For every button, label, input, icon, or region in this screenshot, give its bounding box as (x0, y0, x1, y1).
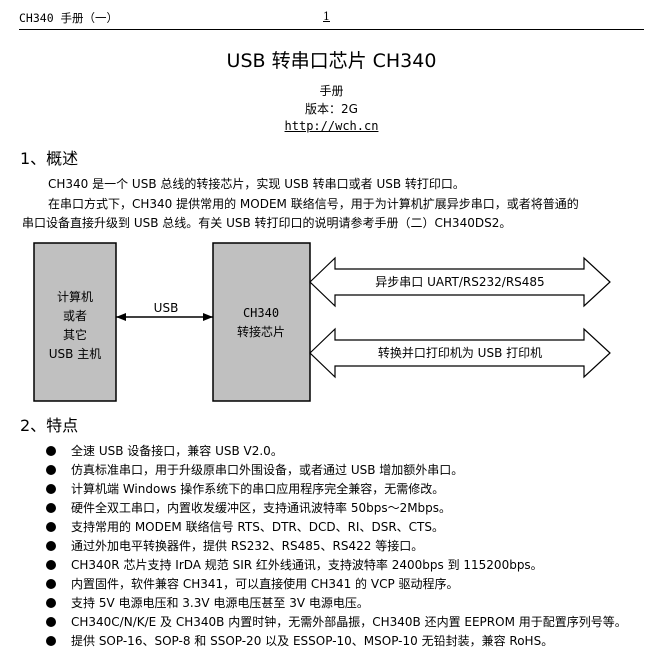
section-heading-features: 2、特点 (20, 416, 79, 435)
document-title: USB 转串口芯片 CH340 (226, 50, 437, 72)
feature-item: 计算机端 Windows 操作系统下的串口应用程序完全兼容，无需修改。 (44, 481, 627, 500)
overview-paragraph-3: 串口设备直接升级到 USB 总线。有关 USB 转打印口的说明请参考手册（二）C… (22, 216, 512, 230)
host-label-line-2: 或者 (63, 309, 87, 323)
overview-paragraph-2: 在串口方式下，CH340 提供常用的 MODEM 联络信号，用于为计算机扩展异步… (48, 197, 579, 211)
feature-item: 支持常用的 MODEM 联络信号 RTS、DTR、DCD、RI、DSR、CTS。 (44, 519, 627, 538)
chip-label-line-1: CH340 (243, 306, 279, 320)
host-label-line-3: 其它 (63, 327, 87, 342)
bullet-icon (46, 484, 56, 494)
usb-link-label: USB (154, 301, 179, 315)
usb-link-arrow-left (116, 313, 126, 321)
section-heading-overview: 1、概述 (20, 149, 79, 168)
feature-item: CH340C/N/K/E 及 CH340B 内置时钟，无需外部晶振，CH340B… (44, 614, 627, 633)
feature-text: CH340R 芯片支持 IrDA 规范 SIR 红外线通讯，支持波特率 2400… (71, 558, 543, 572)
features-list: 全速 USB 设备接口，兼容 USB V2.0。 仿真标准串口，用于升级原串口外… (44, 443, 627, 652)
bullet-icon (46, 465, 56, 475)
chip-label-line-2: 转接芯片 (237, 324, 285, 339)
feature-text: 提供 SOP-16、SOP-8 和 SSOP-20 以及 ESSOP-10、MS… (71, 634, 554, 648)
uart-double-arrow (309, 256, 611, 308)
feature-text: 计算机端 Windows 操作系统下的串口应用程序完全兼容，无需修改。 (71, 482, 445, 496)
printer-arrow-label: 转换并口打印机为 USB 打印机 (378, 345, 542, 360)
uart-arrow-label: 异步串口 UART/RS232/RS485 (375, 275, 544, 289)
overview-paragraph-1: CH340 是一个 USB 总线的转接芯片，实现 USB 转串口或者 USB 转… (48, 177, 465, 191)
bullet-icon (46, 503, 56, 513)
feature-item: 提供 SOP-16、SOP-8 和 SSOP-20 以及 ESSOP-10、MS… (44, 633, 627, 652)
bullet-icon (46, 636, 56, 646)
feature-text: 仿真标准串口，用于升级原串口外围设备，或者通过 USB 增加额外串口。 (71, 463, 464, 477)
usb-link-arrow-right (203, 313, 213, 321)
feature-item: 通过外加电平转换器件，提供 RS232、RS485、RS422 等接口。 (44, 538, 627, 557)
bullet-icon (46, 579, 56, 589)
feature-text: CH340C/N/K/E 及 CH340B 内置时钟，无需外部晶振，CH340B… (71, 615, 627, 629)
block-diagram: 计算机 或者 其它 USB 主机 USB CH340 转接芯片 异步串口 UAR… (33, 242, 611, 402)
subtitle-version: 版本：2G (305, 102, 358, 116)
feature-text: 支持 5V 电源电压和 3.3V 电源电压甚至 3V 电源电压。 (71, 596, 369, 610)
feature-text: 全速 USB 设备接口，兼容 USB V2.0。 (71, 444, 283, 458)
bullet-icon (46, 541, 56, 551)
feature-text: 内置固件，软件兼容 CH341，可以直接使用 CH341 的 VCP 驱动程序。 (71, 577, 459, 591)
bullet-icon (46, 560, 56, 570)
bullet-icon (46, 598, 56, 608)
chip-box (212, 242, 311, 402)
feature-item: 硬件全双工串口，内置收发缓冲区，支持通讯波特率 50bps～2Mbps。 (44, 500, 627, 519)
bullet-icon (46, 446, 56, 456)
feature-item: 仿真标准串口，用于升级原串口外围设备，或者通过 USB 增加额外串口。 (44, 462, 627, 481)
host-label-line-4: USB 主机 (49, 347, 101, 361)
printer-double-arrow (309, 327, 611, 379)
feature-item: CH340R 芯片支持 IrDA 规范 SIR 红外线通讯，支持波特率 2400… (44, 557, 627, 576)
feature-item: 内置固件，软件兼容 CH341，可以直接使用 CH341 的 VCP 驱动程序。 (44, 576, 627, 595)
feature-text: 硬件全双工串口，内置收发缓冲区，支持通讯波特率 50bps～2Mbps。 (71, 501, 452, 515)
header-page-number: 1 (323, 10, 330, 23)
feature-item: 全速 USB 设备接口，兼容 USB V2.0。 (44, 443, 627, 462)
website-link[interactable]: http://wch.cn (284, 119, 379, 133)
header-doc-name: CH340 手册（一） (19, 11, 119, 25)
feature-text: 通过外加电平转换器件，提供 RS232、RS485、RS422 等接口。 (71, 539, 424, 553)
page-header: CH340 手册（一） 1 (19, 8, 644, 30)
bullet-icon (46, 522, 56, 532)
feature-item: 支持 5V 电源电压和 3.3V 电源电压甚至 3V 电源电压。 (44, 595, 627, 614)
feature-text: 支持常用的 MODEM 联络信号 RTS、DTR、DCD、RI、DSR、CTS。 (71, 520, 444, 534)
host-box (33, 242, 117, 402)
host-label-line-1: 计算机 (57, 289, 93, 304)
bullet-icon (46, 617, 56, 627)
subtitle-manual: 手册 (319, 84, 344, 98)
